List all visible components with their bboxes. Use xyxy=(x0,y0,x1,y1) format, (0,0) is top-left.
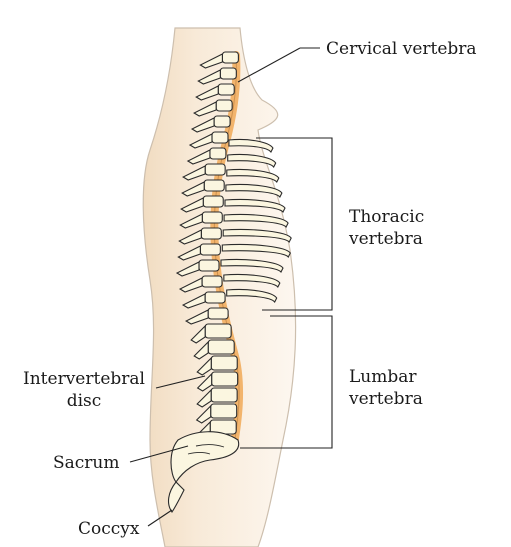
label-lumbar-vertebra: Lumbar vertebra xyxy=(349,366,423,410)
vertebra-body xyxy=(200,227,222,240)
rib xyxy=(226,288,278,304)
label-intervertebral-line2: disc xyxy=(66,391,102,411)
vertebra-body xyxy=(201,211,223,224)
spinous-process xyxy=(178,277,203,293)
lumbar-bracket xyxy=(240,315,333,449)
spinous-process xyxy=(195,85,219,101)
rib xyxy=(222,228,292,244)
vertebra-body xyxy=(199,243,221,256)
vertebra-body xyxy=(209,147,227,160)
spinous-process xyxy=(177,245,201,261)
spinous-process xyxy=(196,372,213,392)
vertebra-body xyxy=(204,291,226,304)
vertebra-body xyxy=(210,355,238,371)
vertebra-body xyxy=(198,259,220,272)
rib xyxy=(223,213,289,229)
rib xyxy=(223,273,281,289)
vertebra-body xyxy=(211,371,239,387)
vertebra-body xyxy=(217,83,235,96)
spinous-process xyxy=(196,388,212,408)
spinous-process xyxy=(190,117,215,133)
spinous-process xyxy=(186,149,211,165)
vertebra-body xyxy=(207,339,235,355)
vertebra-body xyxy=(204,163,226,176)
rib xyxy=(227,153,277,169)
rib-cage xyxy=(220,138,292,304)
spinous-process xyxy=(197,69,221,85)
vertebra-body xyxy=(215,99,233,112)
spinous-process xyxy=(188,133,213,149)
spinous-process xyxy=(199,53,223,69)
spinous-process xyxy=(182,165,206,181)
vertebra-body xyxy=(201,275,223,288)
vertebra-body xyxy=(221,51,239,64)
vertebra-body xyxy=(202,195,224,208)
spinous-process xyxy=(181,293,206,309)
label-thoracic-line2: vertebra xyxy=(349,229,423,249)
thoracic-bracket xyxy=(256,137,333,311)
label-lumbar-line2: vertebra xyxy=(349,389,423,409)
spinous-process xyxy=(196,356,212,376)
label-lumbar-line1: Lumbar xyxy=(349,367,417,387)
intervertebral-leader xyxy=(155,375,206,389)
vertebra-body xyxy=(210,387,238,403)
label-coccyx: Coccyx xyxy=(78,519,140,539)
vertebra-body xyxy=(219,67,237,80)
spinous-process xyxy=(193,101,217,117)
cervical-leader xyxy=(237,47,301,83)
rib xyxy=(225,183,283,199)
spinous-process xyxy=(181,181,205,197)
vertebra-body xyxy=(207,307,229,320)
label-sacrum: Sacrum xyxy=(53,453,120,473)
spinous-process xyxy=(178,229,202,245)
vertebra-body xyxy=(211,131,229,144)
vertebra-body xyxy=(204,323,232,339)
rib xyxy=(221,243,291,259)
spinous-process xyxy=(190,324,206,344)
coccyx-shape xyxy=(167,481,185,513)
spinous-process xyxy=(184,309,209,325)
spinous-process xyxy=(175,261,200,277)
rib xyxy=(228,138,274,154)
spinous-process xyxy=(180,197,204,213)
spinous-process xyxy=(195,404,212,424)
vertebra-body xyxy=(210,403,238,419)
spinous-process xyxy=(193,340,209,360)
rib xyxy=(224,198,286,214)
label-intervertebral-line1: Intervertebral xyxy=(23,369,145,389)
vertebra-body xyxy=(213,115,231,128)
rib xyxy=(226,168,280,184)
label-thoracic-line1: Thoracic xyxy=(349,207,425,227)
label-intervertebral-disc: Intervertebral disc xyxy=(14,368,154,412)
label-cervical-vertebra: Cervical vertebra xyxy=(326,39,477,59)
sacrum-leader xyxy=(129,445,189,463)
sacrum-shape xyxy=(170,431,240,483)
coccyx-leader xyxy=(147,509,173,527)
spinous-process xyxy=(179,213,203,229)
label-thoracic-vertebra: Thoracic vertebra xyxy=(349,206,424,250)
rib xyxy=(220,258,284,274)
vertebra-body xyxy=(203,179,225,192)
